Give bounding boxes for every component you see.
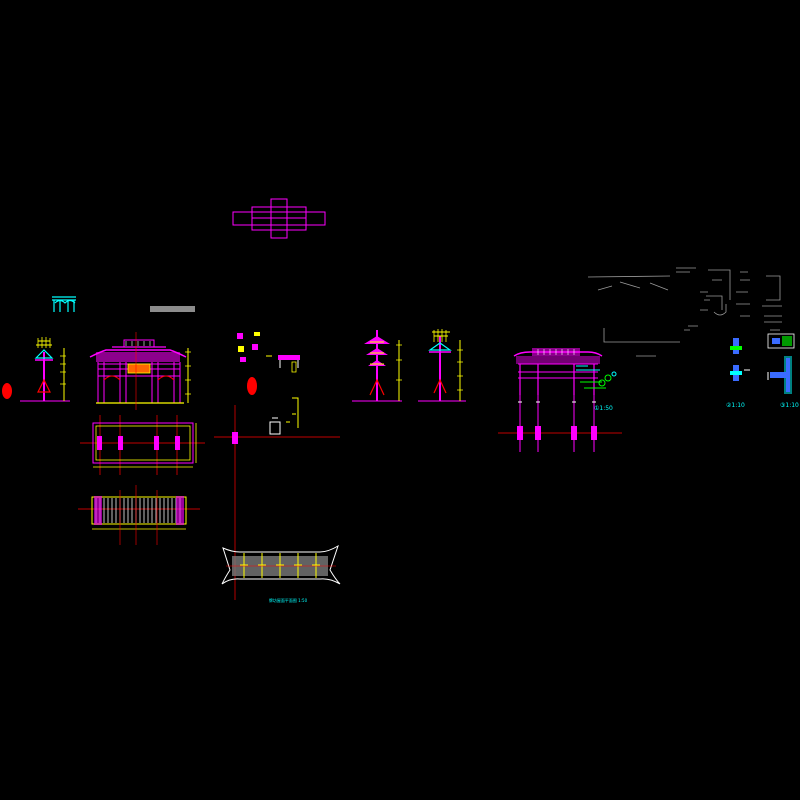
foundation-plan: [80, 415, 205, 475]
pole-elevation-2: [418, 329, 466, 402]
title-block-bar: [150, 306, 195, 312]
right-archway-elevation: [498, 348, 622, 452]
connector-detail-3: [767, 333, 795, 394]
red-marker-middle: [247, 377, 257, 395]
main-archway-elevation: [89, 332, 191, 410]
pole-elevation-1: [20, 337, 70, 402]
red-marker-left: [2, 383, 12, 399]
gray-detail-sketch: [587, 267, 782, 357]
small-arch-icon: [52, 296, 76, 312]
cross-plan-outline: [232, 198, 326, 239]
pagoda-pole-elevation: [352, 330, 402, 402]
connector-detail-2: [730, 338, 750, 381]
detail-scale-label-2: ②1:10: [726, 402, 745, 409]
bracket-details: [237, 332, 300, 373]
roof-plan: [221, 544, 341, 585]
detail-scale-label-3: ③1:10: [780, 402, 799, 409]
detail-scale-label-1: ①1:50: [594, 405, 613, 412]
roof-plan-caption: 牌坊屋面平面图 1:50: [269, 597, 308, 603]
archway-section-stripes: [78, 485, 200, 545]
